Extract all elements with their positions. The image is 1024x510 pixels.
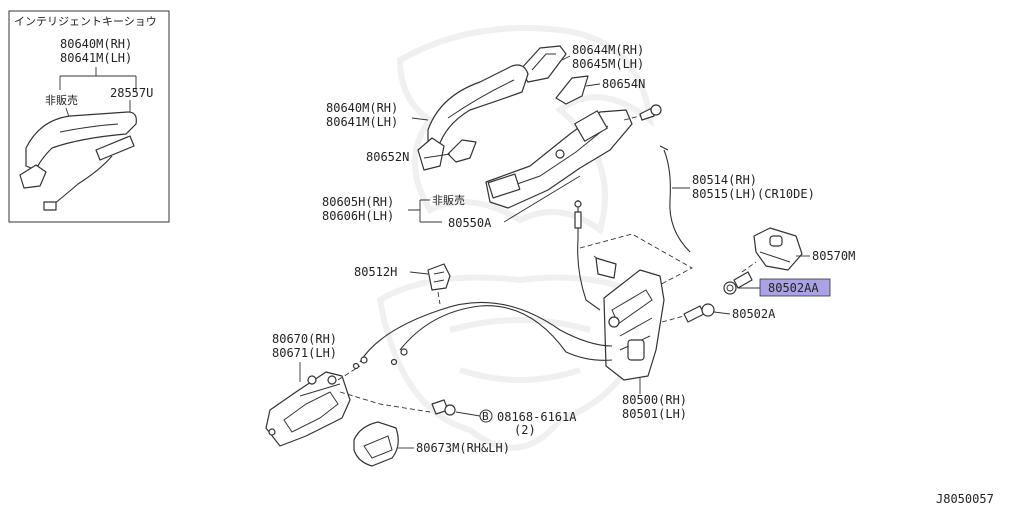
label-80512h: 80512H [354,265,397,279]
label-80502aa: 80502AA [768,281,819,295]
label-80673m: 80673M(RH&LH) [416,441,510,455]
inset-handle-part [19,111,137,189]
lock-rod-part [659,145,691,253]
bolt-callout-letter: B [482,410,489,423]
lock-screw-part [661,303,715,323]
inset-label-80640m: 80640M(RH) [60,37,132,51]
label-80502a: 80502A [732,307,776,321]
outside-handle-part [417,64,529,171]
label-80645m: 80645M(LH) [572,57,644,71]
inside-lock-cable [359,301,613,363]
inset-label-80641m: 80641M(LH) [60,51,132,65]
label-80500: 80500(RH) [622,393,687,407]
door-lock-actuator-part [595,257,665,381]
highlight-box-80502aa [759,278,831,297]
label-80641m: 80641M(LH) [326,115,398,129]
label-80670: 80670(RH) [272,332,337,346]
label-08168-6161a: 08168-6161A [497,410,577,424]
cable-clip-part [427,263,451,305]
diagram-id: J8050057 [936,492,994,506]
not-sold-label: 非販売 [432,194,465,207]
handle-cable [577,200,601,311]
gasket-80652n-part [447,139,477,163]
label-80515: 80515(LH)(CR10DE) [692,187,815,201]
inset-label-28557u: 28557U [110,86,153,100]
handle-bracket-part [485,109,633,209]
label-80640m: 80640M(RH) [326,101,398,115]
label-80652n: 80652N [366,150,409,164]
inside-handle-bolt-part [431,399,456,416]
inset-sensor-part [43,135,135,211]
label-80550a: 80550A [448,216,492,230]
inset-box: インテリジェントキーショウ 80640M(RH) 80641M(LH) 非販売 … [8,10,170,223]
gasket-80654n-part [555,75,589,105]
label-80654n: 80654N [602,77,645,91]
label-bolt-quantity: (2) [514,423,536,437]
label-80570m: 80570M [812,249,855,263]
label-80606h: 80606H(LH) [322,209,394,223]
label-80644m: 80644M(RH) [572,43,644,57]
label-80514: 80514(RH) [692,173,757,187]
inset-title: インテリジェントキーショウ [14,15,157,28]
inset-not-sold-label: 非販売 [45,94,78,107]
handle-screw-part [623,104,662,121]
inside-escutcheon-part [353,421,399,467]
inside-open-cable [399,305,613,361]
label-80501: 80501(LH) [622,407,687,421]
label-80605h: 80605H(RH) [322,195,394,209]
escutcheon-part [519,45,567,83]
striker-part [753,227,803,271]
label-80671: 80671(LH) [272,346,337,360]
inside-handle-part [265,371,351,447]
striker-bolt-part [723,271,753,295]
